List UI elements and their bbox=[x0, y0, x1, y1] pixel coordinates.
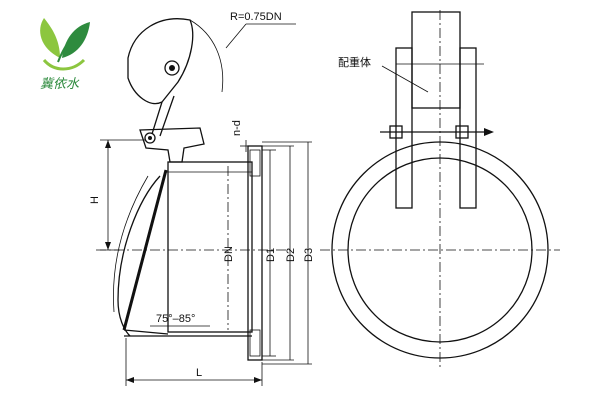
label-d2: D2 bbox=[285, 248, 297, 262]
side-view: H L D1 D2 D3 DN bbox=[89, 11, 315, 386]
label-dn: DN bbox=[223, 246, 235, 262]
label-n-d: n-d bbox=[231, 120, 243, 136]
length-dimension: L bbox=[125, 338, 263, 386]
logo-text: 冀依水 bbox=[40, 77, 80, 92]
counterweight-arm bbox=[127, 18, 224, 137]
hinge-pivot bbox=[139, 127, 205, 163]
bolt-callout: n-d bbox=[231, 120, 252, 152]
label-l: L bbox=[196, 367, 202, 379]
front-view: 配重体 bbox=[320, 10, 560, 370]
label-h: H bbox=[89, 196, 101, 204]
angle-callout: 75°–85° bbox=[150, 313, 210, 327]
radius-callout: R=0.75DN bbox=[225, 11, 296, 49]
label-d1: D1 bbox=[265, 248, 277, 262]
brand-logo: 冀依水 bbox=[40, 18, 90, 92]
label-counterweight: 配重体 bbox=[338, 55, 371, 69]
leaf-logo-icon bbox=[40, 18, 90, 71]
label-d3: D3 bbox=[303, 248, 315, 262]
counterweight-callout: 配重体 bbox=[338, 55, 429, 93]
hinge-shaft bbox=[380, 125, 494, 139]
counterweight-arms bbox=[395, 47, 477, 209]
valve-body bbox=[166, 145, 263, 361]
label-radius: R=0.75DN bbox=[230, 11, 282, 23]
height-dimension: H bbox=[89, 139, 146, 251]
diameter-dimensions: D1 D2 D3 DN bbox=[223, 141, 315, 365]
label-angle: 75°–85° bbox=[156, 313, 195, 325]
